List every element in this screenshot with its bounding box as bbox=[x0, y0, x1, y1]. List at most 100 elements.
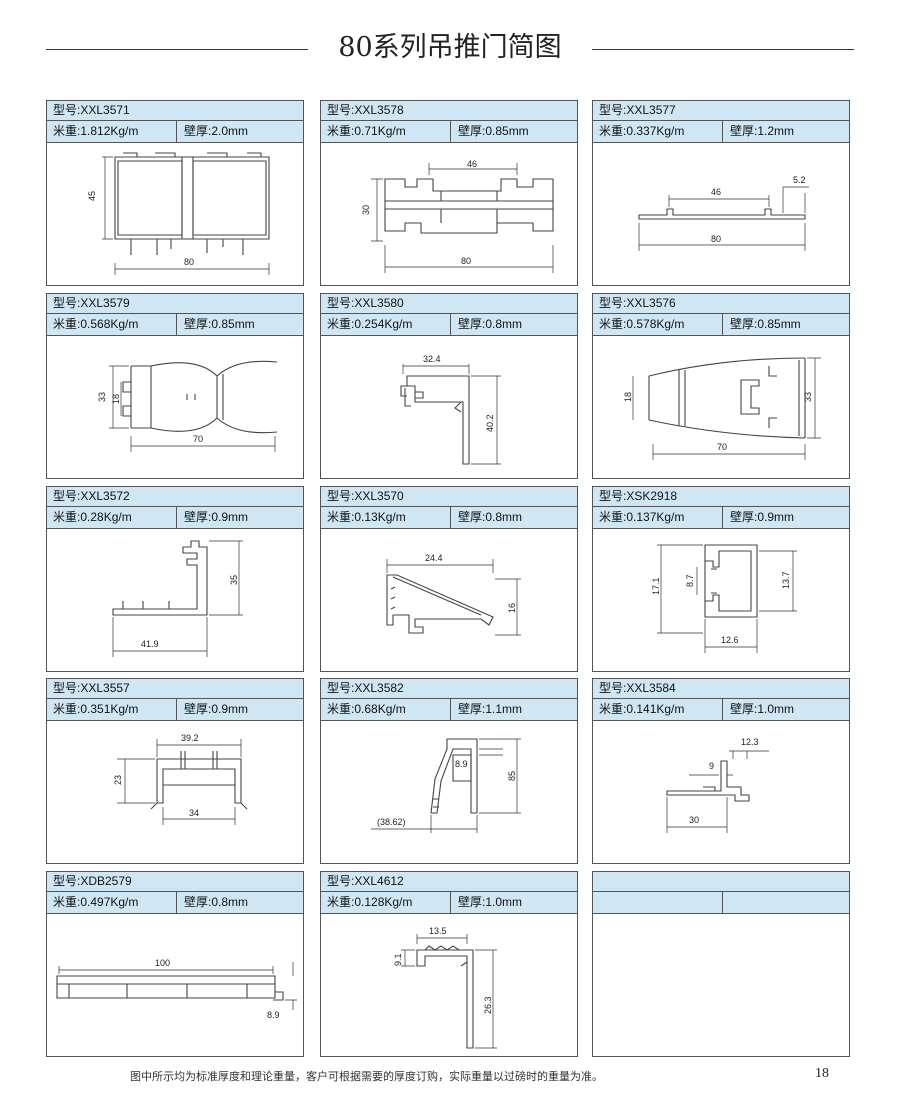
profile-drawing: 24.4 16 bbox=[386, 553, 521, 636]
weight-label: 米重:0.578Kg/m bbox=[599, 317, 685, 331]
spec-divider bbox=[450, 121, 451, 142]
weight-label: 米重:0.71Kg/m bbox=[327, 124, 406, 138]
profile-card-xxl3579: 型号:XXL3579 米重:0.568Kg/m 壁厚:0.85mm 33 18 … bbox=[46, 293, 304, 479]
spec-row bbox=[593, 892, 849, 914]
dim-height: 26.3 bbox=[483, 996, 493, 1014]
dim-width: 32.4 bbox=[423, 354, 441, 364]
thickness-label: 壁厚:0.85mm bbox=[458, 124, 529, 138]
profile-card-xxl3578: 型号:XXL3578 米重:0.71Kg/m 壁厚:0.85mm 46 30 8… bbox=[320, 100, 578, 286]
weight-label: 米重:0.128Kg/m bbox=[327, 895, 413, 909]
thickness-label: 壁厚:0.9mm bbox=[730, 510, 795, 524]
spec-row: 米重:0.71Kg/m 壁厚:0.85mm bbox=[321, 121, 577, 143]
model-label: 型号:XXL3572 bbox=[47, 487, 303, 507]
title-rule-right bbox=[592, 49, 854, 50]
thickness-label: 壁厚:0.85mm bbox=[730, 317, 801, 331]
spec-divider bbox=[450, 699, 451, 720]
spec-row: 米重:0.137Kg/m 壁厚:0.9mm bbox=[593, 507, 849, 529]
profile-card-xxl3571: 型号:XXL3571 米重:1.812Kg/m 壁厚:2.0mm 45 80 bbox=[46, 100, 304, 286]
dim-height: 30 bbox=[361, 205, 371, 215]
profile-card-xxl3576: 型号:XXL3576 米重:0.578Kg/m 壁厚:0.85mm 18 33 … bbox=[592, 293, 850, 479]
thickness-label: 壁厚:0.9mm bbox=[184, 702, 249, 716]
profile-card-xxl3582: 型号:XXL3582 米重:0.68Kg/m 壁厚:1.1mm 85 8.9 (… bbox=[320, 678, 578, 864]
page-header: 80系列吊推门简图 bbox=[0, 28, 900, 68]
dim-width: 70 bbox=[193, 434, 203, 444]
dim-width: 80 bbox=[184, 257, 194, 267]
model-label: 型号:XSK2918 bbox=[593, 487, 849, 507]
weight-label: 米重:0.351Kg/m bbox=[53, 702, 139, 716]
profile-drawing: 85 8.9 (38.62) bbox=[371, 738, 521, 833]
profile-card-xxl4612: 型号:XXL4612 米重:0.128Kg/m 壁厚:1.0mm 13.5 9.… bbox=[320, 871, 578, 1057]
spec-row: 米重:0.497Kg/m 壁厚:0.8mm bbox=[47, 892, 303, 914]
spec-divider bbox=[176, 314, 177, 335]
weight-label: 米重:0.28Kg/m bbox=[53, 510, 132, 524]
spec-divider bbox=[176, 121, 177, 142]
dim-inner-height: 18 bbox=[623, 392, 633, 402]
dim-slot: 9 bbox=[709, 761, 714, 771]
dim-height: 16 bbox=[507, 603, 517, 613]
dim-inner-height: 13.7 bbox=[781, 571, 791, 589]
profile-card-xxl3580: 型号:XXL3580 米重:0.254Kg/m 壁厚:0.8mm 32.4 40… bbox=[320, 293, 578, 479]
dim-outer-height: 33 bbox=[803, 392, 813, 402]
profile-drawing: 12.3 9 30 bbox=[666, 737, 769, 833]
page-title: 80系列吊推门简图 bbox=[338, 32, 562, 63]
dim-width: 24.4 bbox=[425, 553, 443, 563]
dim-width: 12.6 bbox=[721, 635, 739, 645]
spec-row: 米重:0.337Kg/m 壁厚:1.2mm bbox=[593, 121, 849, 143]
weight-label: 米重:0.337Kg/m bbox=[599, 124, 685, 138]
weight-label: 米重:0.68Kg/m bbox=[327, 702, 406, 716]
weight-label: 米重:0.141Kg/m bbox=[599, 702, 685, 716]
spec-row: 米重:0.128Kg/m 壁厚:1.0mm bbox=[321, 892, 577, 914]
dim-lip: 8.9 bbox=[455, 759, 468, 769]
dim-width: 13.5 bbox=[429, 926, 447, 936]
thickness-label: 壁厚:0.85mm bbox=[184, 317, 255, 331]
thickness-label: 壁厚:1.1mm bbox=[458, 702, 523, 716]
dim-inner-height: 18 bbox=[111, 394, 121, 404]
dim-width: 80 bbox=[711, 234, 721, 244]
thickness-label: 壁厚:2.0mm bbox=[184, 124, 249, 138]
model-label bbox=[593, 872, 849, 892]
profile-drawing: 13.5 9.1 26.3 bbox=[393, 926, 497, 1049]
dim-top-width: 39.2 bbox=[181, 733, 199, 743]
dim-lip-height: 5.2 bbox=[793, 175, 806, 185]
weight-label: 米重:0.254Kg/m bbox=[327, 317, 413, 331]
spec-row: 米重:0.28Kg/m 壁厚:0.9mm bbox=[47, 507, 303, 529]
model-label: 型号:XXL3570 bbox=[321, 487, 577, 507]
dim-width: 41.9 bbox=[141, 639, 159, 649]
footer-note: 图中所示均为标准厚度和理论重量，客户可根据需要的厚度订购，实际重量以过磅时的重量… bbox=[130, 1070, 603, 1083]
thickness-label: 壁厚:1.0mm bbox=[458, 895, 523, 909]
dim-slot-height: 8.7 bbox=[685, 574, 695, 587]
weight-label: 米重:0.568Kg/m bbox=[53, 317, 139, 331]
model-label: 型号:XXL3582 bbox=[321, 679, 577, 699]
dim-reference-width: (38.62) bbox=[377, 817, 406, 827]
profile-card-xxl3584: 型号:XXL3584 米重:0.141Kg/m 壁厚:1.0mm 12.3 9 … bbox=[592, 678, 850, 864]
dim-height: 85 bbox=[507, 771, 517, 781]
profile-card-empty bbox=[592, 871, 850, 1057]
thickness-label: 壁厚:1.2mm bbox=[730, 124, 795, 138]
spec-row: 米重:0.568Kg/m 壁厚:0.85mm bbox=[47, 314, 303, 336]
spec-row: 米重:0.578Kg/m 壁厚:0.85mm bbox=[593, 314, 849, 336]
spec-row: 米重:0.68Kg/m 壁厚:1.1mm bbox=[321, 699, 577, 721]
dim-height: 40.2 bbox=[485, 414, 495, 432]
dim-top-width: 46 bbox=[467, 159, 477, 169]
profile-card-xxl3557: 型号:XXL3557 米重:0.351Kg/m 壁厚:0.9mm 39.2 23… bbox=[46, 678, 304, 864]
thickness-label: 壁厚:0.8mm bbox=[184, 895, 249, 909]
model-label: 型号:XXL3557 bbox=[47, 679, 303, 699]
model-label: 型号:XXL3578 bbox=[321, 101, 577, 121]
dim-flange: 12.3 bbox=[741, 737, 759, 747]
dim-outer-height: 33 bbox=[97, 392, 107, 402]
spec-divider bbox=[450, 892, 451, 913]
thickness-label: 壁厚:0.8mm bbox=[458, 510, 523, 524]
dim-height: 35 bbox=[229, 575, 239, 585]
dim-lip-height: 9.1 bbox=[393, 953, 403, 966]
spec-divider bbox=[722, 507, 723, 528]
spec-divider bbox=[722, 314, 723, 335]
spec-divider bbox=[450, 507, 451, 528]
weight-label: 米重:0.497Kg/m bbox=[53, 895, 139, 909]
spec-divider bbox=[176, 892, 177, 913]
dim-slot-spacing: 46 bbox=[711, 187, 721, 197]
spec-divider bbox=[722, 892, 723, 913]
profile-drawing: 39.2 23 34 bbox=[113, 733, 248, 825]
spec-row: 米重:0.351Kg/m 壁厚:0.9mm bbox=[47, 699, 303, 721]
spec-row: 米重:0.141Kg/m 壁厚:1.0mm bbox=[593, 699, 849, 721]
profile-drawing: 18 33 70 bbox=[623, 357, 821, 460]
